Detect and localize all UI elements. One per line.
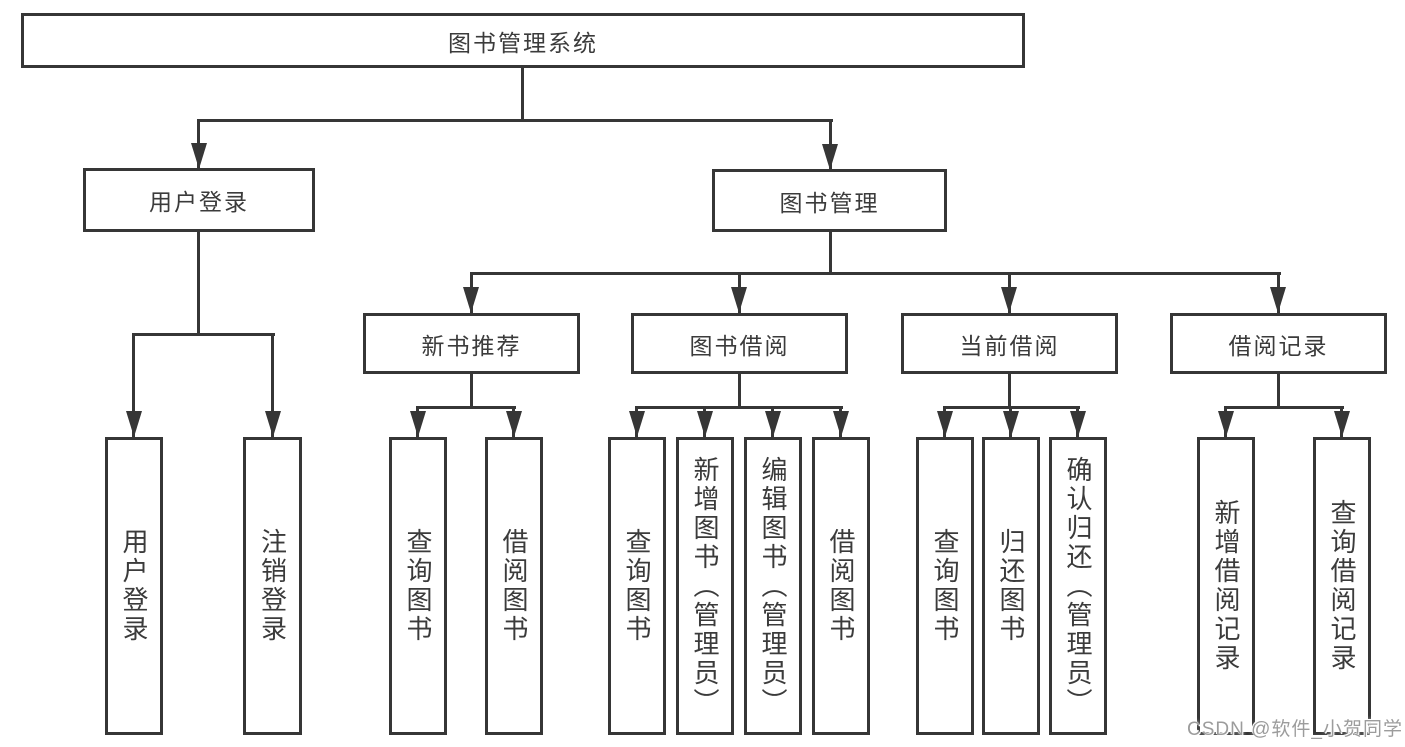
connector-to-leaf-logout [271, 333, 274, 437]
arrowhead-icon [410, 411, 426, 437]
arrowhead-icon [1270, 287, 1286, 313]
connector-root-trunk [521, 68, 524, 121]
arrowhead-icon [506, 411, 522, 437]
arrowhead-icon [1001, 287, 1017, 313]
connector-mgmt-trunk [829, 232, 832, 275]
leaf-borrow-add-book: 新增图书（管理员） [676, 437, 734, 735]
leaf-current-confirm-return: 确认归还（管理员） [1049, 437, 1107, 735]
leaf-logout: 注销登录 [243, 437, 302, 735]
connector-records-trunk [1277, 374, 1280, 409]
leaf-newbook-borrow: 借阅图书 [485, 437, 543, 735]
leaf-borrow-borrow-book: 借阅图书 [812, 437, 870, 735]
connector-bookborrow-branch [635, 406, 843, 409]
arrowhead-icon [1334, 411, 1350, 437]
arrowhead-icon [697, 411, 713, 437]
connector-records-branch [1224, 406, 1344, 409]
node-book-management: 图书管理 [712, 169, 947, 232]
node-new-book-recommend: 新书推荐 [363, 313, 580, 374]
node-book-borrow: 图书借阅 [631, 313, 848, 374]
leaf-records-add: 新增借阅记录 [1197, 437, 1255, 735]
node-user-login: 用户登录 [83, 168, 315, 232]
arrowhead-icon [463, 287, 479, 313]
connector-login-trunk [197, 232, 200, 336]
arrowhead-icon [833, 411, 849, 437]
connector-mgmt-branch [470, 272, 1281, 275]
arrowhead-icon [765, 411, 781, 437]
node-library-system: 图书管理系统 [21, 13, 1025, 68]
leaf-borrow-edit-book: 编辑图书（管理员） [744, 437, 802, 735]
leaf-newbook-query: 查询图书 [389, 437, 447, 735]
node-borrow-records: 借阅记录 [1170, 313, 1387, 374]
leaf-borrow-query: 查询图书 [608, 437, 666, 735]
connector-to-leaf-user-login [132, 333, 135, 437]
leaf-records-query: 查询借阅记录 [1313, 437, 1371, 735]
connector-newbook-branch [416, 406, 516, 409]
connector-newbook-trunk [470, 374, 473, 409]
arrowhead-icon [937, 411, 953, 437]
connector-root-branch [197, 119, 833, 122]
arrowhead-icon [629, 411, 645, 437]
leaf-current-return: 归还图书 [982, 437, 1040, 735]
leaf-current-query: 查询图书 [916, 437, 974, 735]
arrowhead-icon [126, 411, 142, 437]
arrowhead-icon [822, 144, 838, 170]
arrowhead-icon [265, 411, 281, 437]
watermark: CSDN @软件_小贺同学 [1187, 719, 1403, 740]
arrowhead-icon [731, 287, 747, 313]
connector-bookborrow-trunk [738, 374, 741, 409]
connector-login-branch [132, 333, 275, 336]
connector-currentborrow-trunk [1008, 374, 1011, 409]
arrowhead-icon [191, 143, 207, 169]
arrowhead-icon [1070, 411, 1086, 437]
arrowhead-icon [1218, 411, 1234, 437]
leaf-user-login: 用户登录 [105, 437, 163, 735]
arrowhead-icon [1003, 411, 1019, 437]
node-current-borrow: 当前借阅 [901, 313, 1118, 374]
